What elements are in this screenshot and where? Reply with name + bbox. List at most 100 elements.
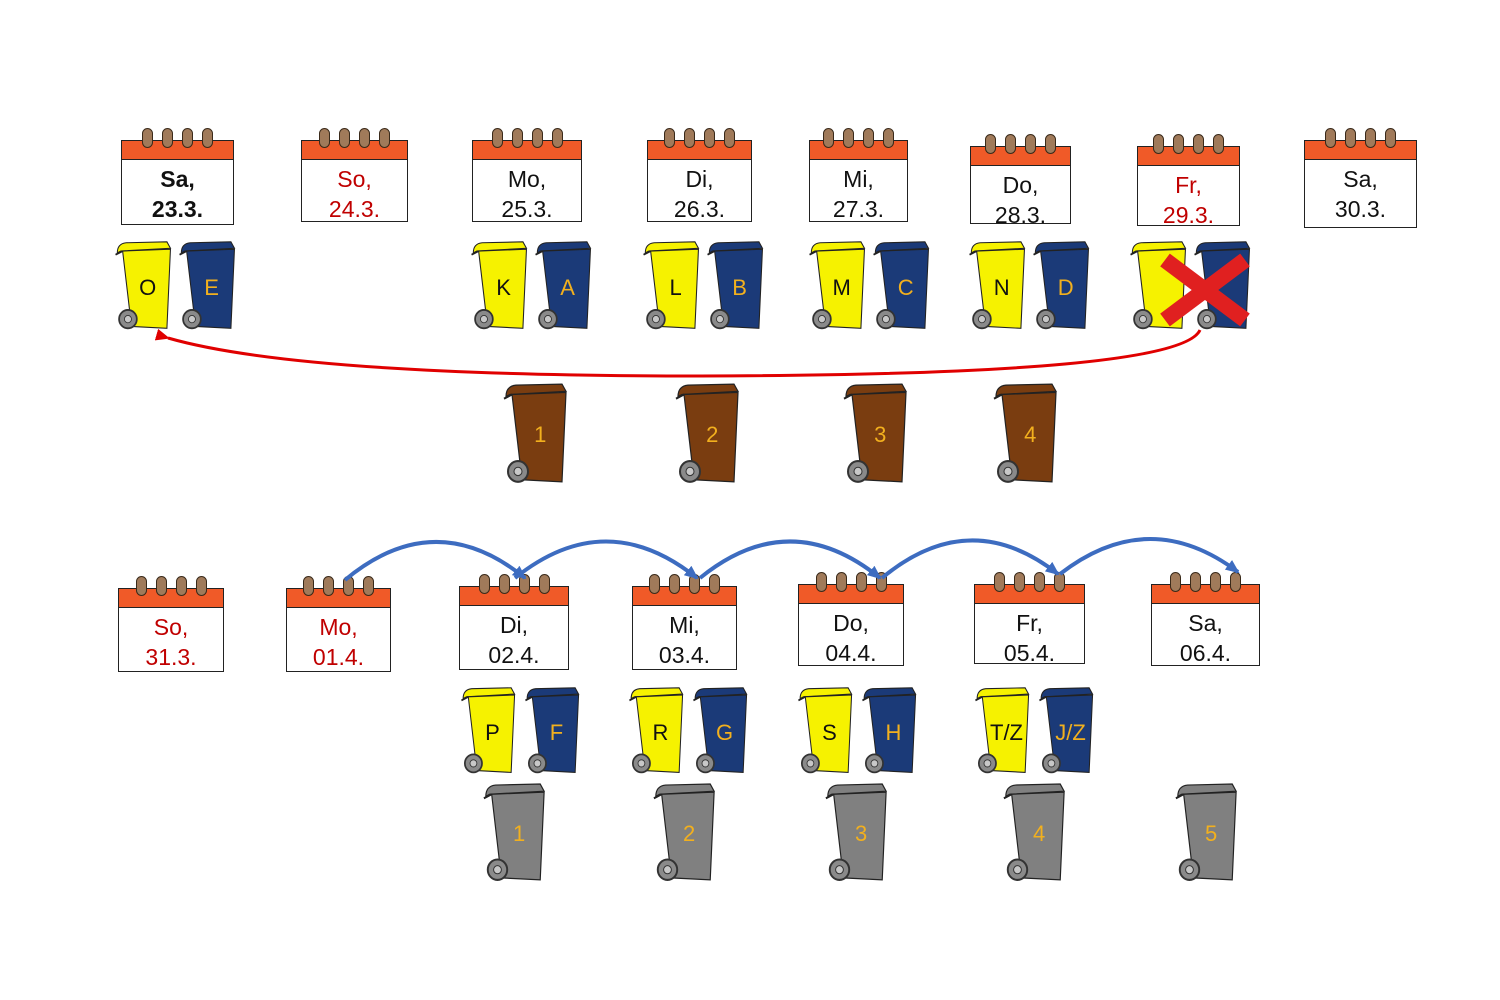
date-label: 27.3. [832, 196, 885, 222]
bin-label: 2 [706, 421, 719, 447]
weekday-label: Sa, [1188, 610, 1223, 636]
calendar-ring-icon [538, 574, 550, 594]
calendar-ring-icon [1045, 134, 1056, 154]
calendar-ring-icon [1173, 134, 1184, 154]
grey-bin: 1 [480, 782, 548, 884]
calendar-ring-icon [815, 572, 827, 592]
calendar-ring-icon [709, 574, 720, 594]
calendar-ring-icon [363, 576, 374, 596]
calendar-body [974, 604, 1085, 664]
calendar-date-text: Sa,06.4. [1151, 608, 1260, 668]
calendar-body [647, 160, 752, 222]
calendar-mo-01: Mo,01.4. [286, 576, 391, 672]
calendar-ring-icon [339, 128, 350, 148]
wheelie-bin-icon [179, 241, 236, 330]
wheelie-bin-icon [483, 783, 546, 881]
weekday-label: Do, [833, 610, 869, 636]
calendar-ring-icon [478, 574, 490, 594]
blue-bin: J/Z [1036, 686, 1096, 776]
calendar-ring-icon [669, 574, 680, 594]
calendar-ring-icon [1345, 128, 1356, 148]
date-label: 29.3. [1162, 202, 1215, 228]
wheelie-bin-icon [535, 241, 592, 330]
calendar-date-text: Fr, 29.3. [1137, 170, 1240, 230]
calendar-mi-27: Mi, 27.3. [809, 128, 908, 222]
yellow-bin: K [468, 240, 530, 332]
bin-label: O [139, 274, 157, 300]
shift-arrow [1058, 537, 1240, 576]
bin-label: 3 [854, 820, 868, 846]
weekday-label: Sa, [160, 166, 195, 192]
wheelie-bin-icon [809, 241, 866, 330]
weekday-label: Fr, [1175, 172, 1202, 198]
calendar-ring-icon [182, 128, 193, 148]
calendar-ring-icon [704, 128, 715, 148]
calendar-body [1137, 166, 1240, 226]
calendar-ring-icon [531, 128, 543, 148]
wheelie-bin-icon [653, 783, 716, 881]
bin-label: G [715, 720, 734, 746]
wheelie-bin-icon [798, 687, 853, 774]
weekday-label: Fr, [1016, 610, 1043, 636]
blue-bin: A [532, 240, 594, 332]
calendar-ring-icon [359, 128, 370, 148]
date-label: 24.3. [328, 196, 381, 222]
bin-label: 4 [1024, 421, 1037, 447]
blue-bin: F [522, 686, 582, 776]
bin-label: F [549, 720, 564, 746]
bin-label: M [832, 274, 851, 300]
calendar-ring-icon [994, 572, 1005, 592]
bin-label: R [652, 720, 669, 746]
calendar-date-text: Fr,05.4. [974, 608, 1085, 668]
calendar-body [1304, 160, 1417, 228]
bin-label: B [732, 274, 747, 300]
bin-label: C [897, 274, 914, 300]
calendar-date-text: Mo,01.4. [286, 612, 391, 672]
blue-bin: C [870, 240, 932, 332]
calendar-date-text: Sa, 30.3. [1304, 164, 1417, 224]
wheelie-bin-icon [1039, 687, 1094, 774]
brown-bin: 3 [840, 382, 910, 486]
grey-bin: 2 [650, 782, 718, 884]
weekday-label: So, [153, 614, 189, 640]
calendar-ring-icon [303, 576, 314, 596]
calendar-ring-icon [1385, 128, 1396, 148]
calendar-ring-icon [491, 128, 503, 148]
calendar-ring-icon [985, 134, 996, 154]
blue-bin: G [690, 686, 750, 776]
shift-arrow [343, 540, 527, 582]
calendar-ring-icon [319, 128, 330, 148]
weekday-label: Di, [685, 166, 714, 192]
date-label: 31.3. [145, 644, 197, 670]
calendar-date-text: Do,04.4. [798, 608, 904, 668]
calendar-date-text: Sa,23.3. [121, 164, 234, 224]
bin-label: 4 [1032, 820, 1046, 846]
bin-label: L [669, 274, 682, 300]
bin-label: 3 [874, 421, 887, 447]
bin-label: D [1057, 274, 1074, 300]
weekday-label: So, [337, 166, 372, 192]
date-label: 30.3. [1334, 196, 1387, 222]
calendar-ring-icon [202, 128, 213, 148]
yellow-bin: S [795, 686, 855, 776]
calendar-sa-30: Sa, 30.3. [1304, 128, 1417, 228]
bin-label: 1 [534, 421, 547, 447]
calendar-body [970, 166, 1071, 224]
weekday-label: Sa, [1343, 166, 1378, 192]
yellow-bin: O [112, 240, 174, 332]
wheelie-bin-icon [1003, 783, 1066, 881]
shift-arrow [698, 539, 882, 580]
bin-label: H [885, 720, 902, 746]
wheelie-bin-icon [525, 687, 580, 774]
calendar-body [459, 606, 569, 670]
calendar-ring-icon [835, 572, 847, 592]
date-label: 26.3. [673, 196, 726, 222]
yellow-bin: T/Z [972, 686, 1032, 776]
calendar-ring-icon [1213, 134, 1224, 154]
calendar-body [472, 160, 582, 222]
yellow-bin: P [458, 686, 518, 776]
weekday-label: Mi, [843, 166, 874, 192]
date-label: 03.4. [658, 642, 711, 668]
wheelie-bin-icon [693, 687, 748, 774]
wheelie-bin-icon [629, 687, 684, 774]
